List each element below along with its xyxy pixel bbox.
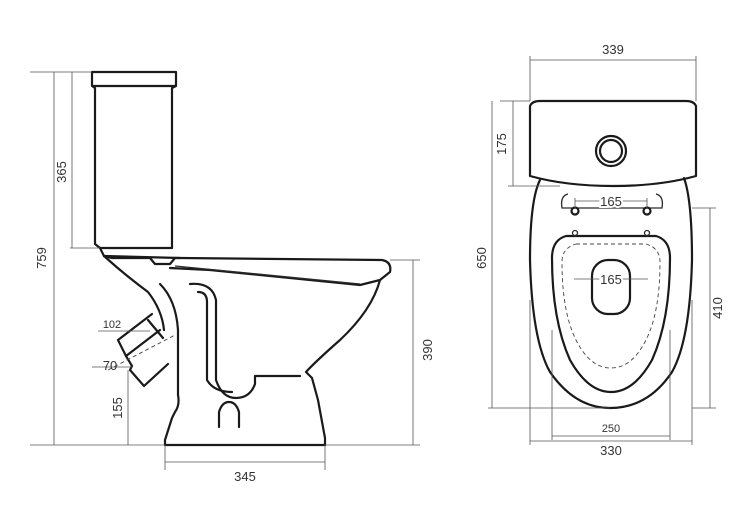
seat-opening	[561, 243, 661, 369]
dim-bowl-depth: 410	[710, 297, 725, 319]
trap-channel-inner	[196, 290, 234, 394]
hinge-right	[642, 206, 652, 216]
side-view: 759 365 390 345 102 70 155	[30, 70, 435, 484]
tank-outline	[90, 70, 178, 250]
dim-bowl-width-inner: 250	[602, 423, 620, 435]
outlet-pipe-end	[146, 318, 165, 340]
dim-tank-depth: 175	[494, 133, 509, 155]
dim-outlet-diameter: 102	[103, 319, 121, 331]
seat-outline	[550, 234, 672, 394]
bowl-rim	[102, 254, 392, 287]
dim-height-total: 759	[34, 247, 49, 269]
seat-pin-right	[643, 229, 651, 237]
bowl-rim-inner	[174, 265, 361, 285]
outlet-axis	[107, 334, 176, 371]
dim-tank-height: 365	[54, 161, 69, 183]
seat-pin-left	[571, 229, 579, 237]
dim-total-depth: 650	[474, 247, 489, 269]
tank-top-outline	[528, 99, 698, 188]
dim-bowl-height: 390	[420, 339, 435, 361]
dim-tank-width: 339	[602, 42, 624, 57]
dim-bowl-width-outer: 330	[600, 443, 622, 458]
dim-outlet-height: 155	[110, 397, 125, 419]
top-view: 339 175 650 410 165 165 250 330	[474, 42, 725, 458]
dim-base-width: 345	[234, 469, 256, 484]
bowl-trap-inner	[158, 282, 180, 447]
hinge-left	[570, 206, 580, 216]
trap-channel	[188, 282, 302, 400]
bowl-inner-rim	[560, 193, 664, 209]
outlet-pipe-mid	[124, 328, 162, 358]
base-hole	[217, 400, 241, 429]
outlet-pipe	[116, 312, 170, 388]
flush-button-outer	[594, 134, 628, 168]
bowl-trap-front	[102, 254, 166, 332]
dim-outlet-70: 70	[103, 358, 117, 373]
bowl-body	[304, 278, 382, 447]
dim-seat-inner: 165	[600, 272, 622, 287]
dim-hinge-spacing: 165	[600, 194, 622, 209]
seat-hole	[590, 258, 632, 316]
flush-button-inner	[598, 138, 624, 164]
